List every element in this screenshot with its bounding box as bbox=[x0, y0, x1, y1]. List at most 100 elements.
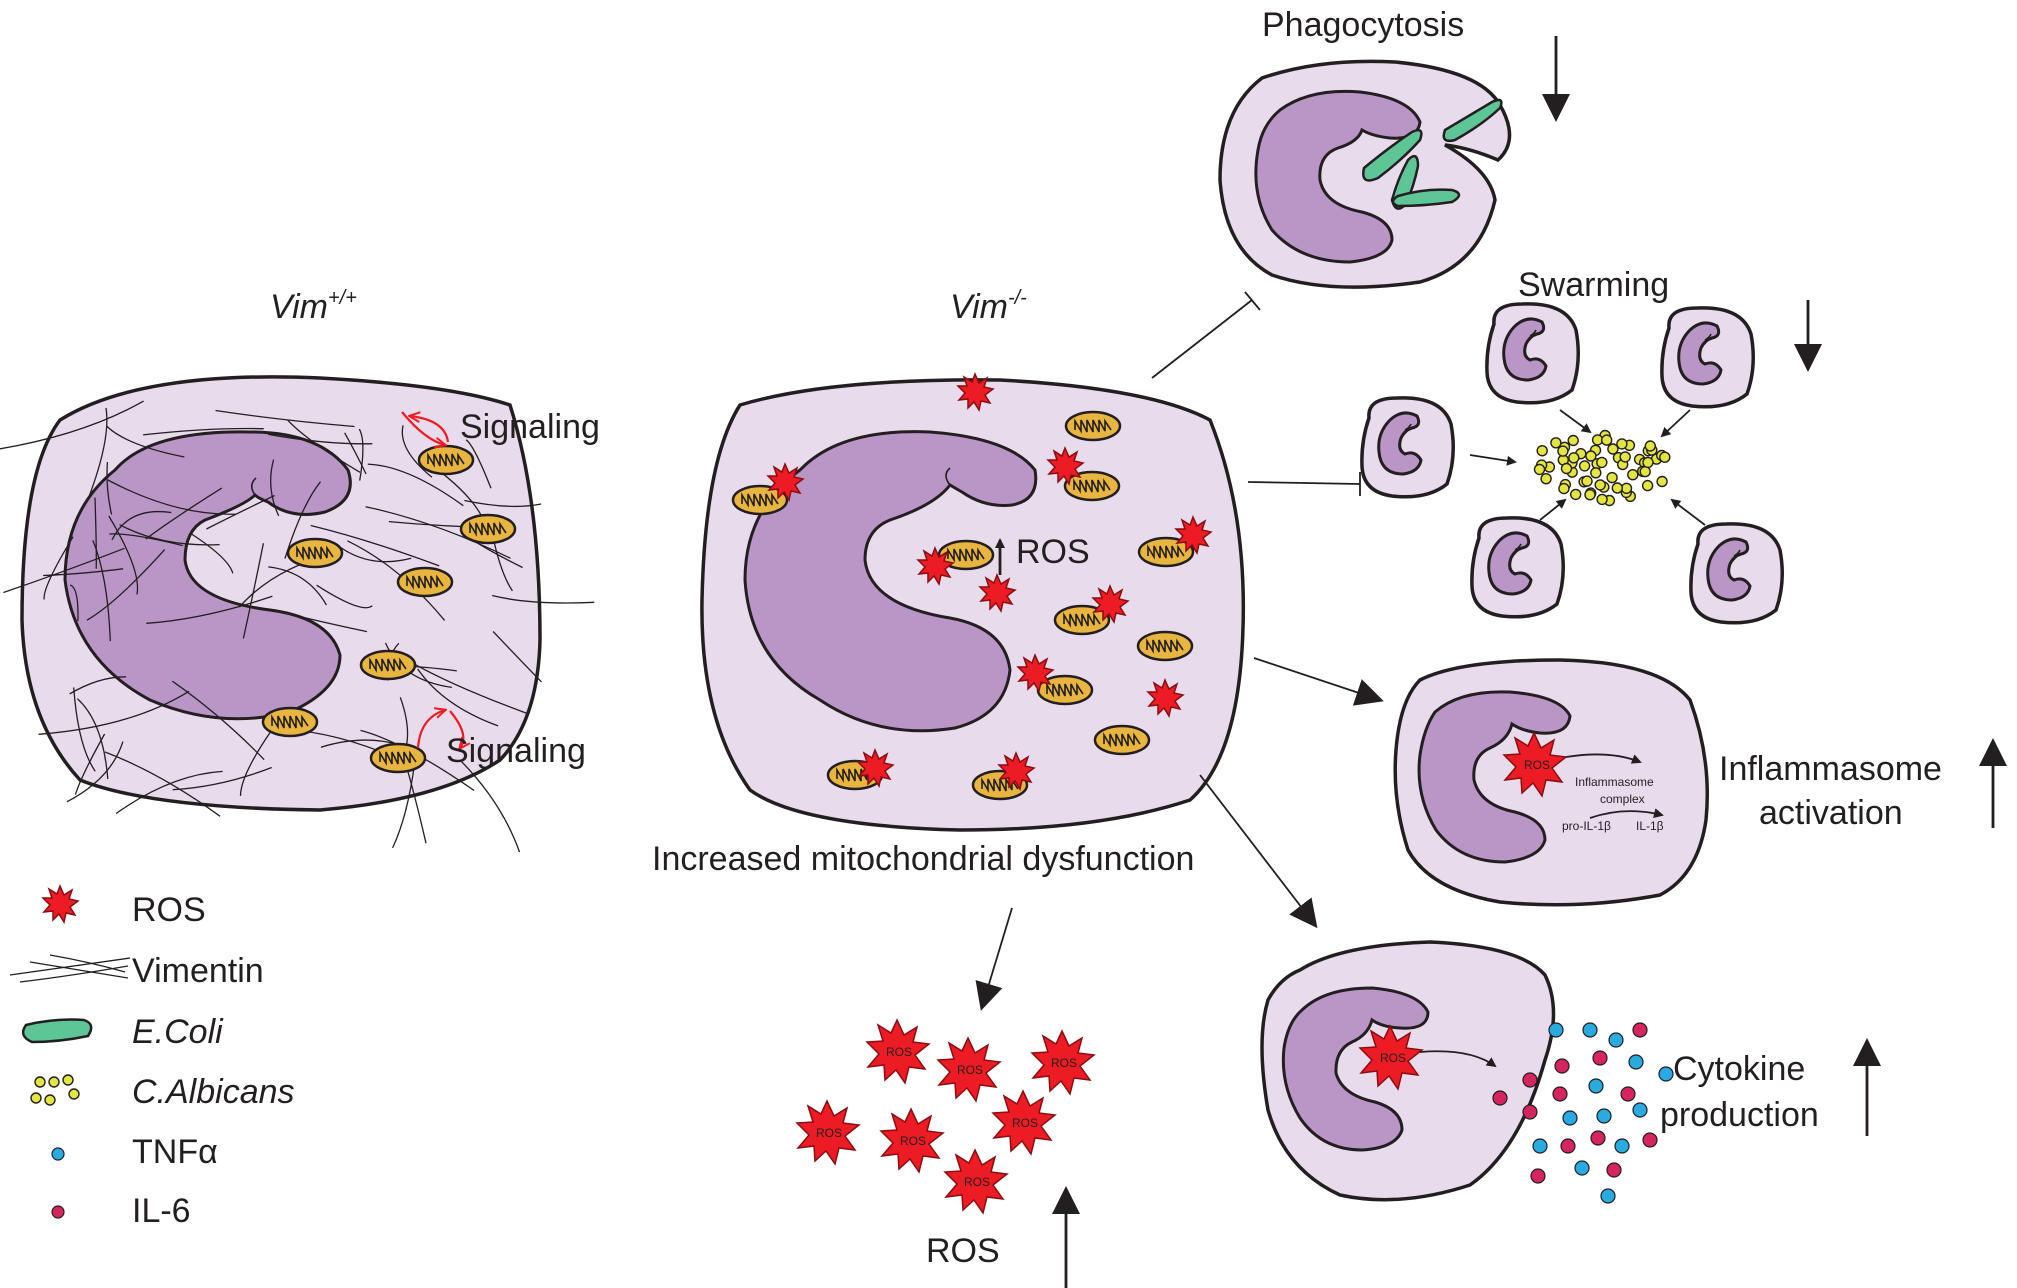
tnf-dot bbox=[1588, 1078, 1604, 1094]
vimentin-filament bbox=[74, 733, 106, 795]
candida-particle bbox=[1590, 467, 1602, 479]
vimentin-filament bbox=[94, 497, 97, 569]
candida-cluster bbox=[1533, 429, 1671, 507]
vimentin-filament bbox=[73, 687, 96, 772]
vimentin-filament bbox=[106, 425, 185, 458]
candida-particle bbox=[1641, 479, 1654, 492]
vimentin-filament bbox=[492, 631, 542, 683]
vimentin-filament bbox=[417, 668, 499, 727]
swarming-cluster: Swarming bbox=[1360, 266, 1822, 625]
candida-particle bbox=[1557, 445, 1569, 457]
candida-particle bbox=[1550, 437, 1562, 449]
candida-particle bbox=[1536, 445, 1548, 457]
candida-particle bbox=[1656, 475, 1668, 488]
cytokine-label-line2: production bbox=[1660, 1096, 1819, 1134]
tnf-dot bbox=[1532, 1138, 1548, 1154]
il6-dot bbox=[1530, 1168, 1546, 1184]
vimentin-filament bbox=[145, 487, 223, 540]
inflammasome-cell: ROS Inflammasome complex pro-IL-1β IL-1β… bbox=[1393, 658, 2007, 907]
swarming-label: Swarming bbox=[1518, 266, 1669, 304]
vimentin-filament bbox=[215, 409, 355, 428]
signaling-label-top: Signaling bbox=[460, 408, 600, 446]
vimentin-filament bbox=[401, 425, 433, 478]
candida-particle bbox=[1642, 456, 1654, 469]
vimentin-filament bbox=[338, 545, 412, 563]
candida-particle bbox=[1533, 463, 1546, 476]
vimentin-filament bbox=[119, 524, 220, 546]
candida-particle bbox=[1607, 443, 1619, 455]
candida-particle bbox=[1540, 473, 1552, 485]
vimentin-filament bbox=[316, 584, 373, 609]
vimentin-filament bbox=[87, 407, 108, 499]
vimentin-filament bbox=[285, 612, 368, 633]
ros-star-label: ROS bbox=[816, 1126, 842, 1140]
il6-dot bbox=[1620, 1086, 1636, 1102]
vimentin-filament bbox=[172, 680, 265, 761]
candida-particle bbox=[1596, 493, 1608, 506]
vimentin-filament bbox=[344, 432, 367, 475]
vimentin-filament bbox=[38, 690, 190, 735]
vimentin-filament bbox=[268, 433, 373, 445]
ros-release-label: ROS bbox=[926, 1232, 1000, 1270]
vimentin-filament bbox=[69, 584, 79, 622]
il6-dot bbox=[1632, 1022, 1648, 1038]
legend-label-il6: IL-6 bbox=[132, 1192, 191, 1230]
cytokine-star-label: ROS bbox=[1380, 1051, 1406, 1065]
wildtype-cell: Vim+/+ Signaling Signaling bbox=[0, 287, 600, 853]
tnf-dot bbox=[1600, 1188, 1616, 1204]
pro-il1b-label: pro-IL-1β bbox=[1562, 819, 1611, 833]
legend-label-ecoli: E.Coli bbox=[132, 1013, 224, 1051]
candida-particle bbox=[1560, 462, 1573, 475]
cytokine-cell: ROS Cytokine production bbox=[1260, 940, 1881, 1204]
il6-dot bbox=[1642, 1132, 1658, 1148]
ros-star-icon bbox=[42, 885, 79, 923]
vimentin-filament bbox=[206, 494, 275, 530]
vimentin-filament bbox=[3, 547, 125, 594]
candida-particle bbox=[1616, 438, 1628, 450]
il6-dot bbox=[1592, 1050, 1608, 1066]
ros-star-label: ROS bbox=[1051, 1056, 1077, 1070]
vimentin-filament bbox=[76, 698, 109, 780]
legend-label-tnf: TNFα bbox=[132, 1133, 218, 1171]
cytokine-dots bbox=[1492, 1022, 1674, 1204]
tnf-dot-icon bbox=[51, 1147, 65, 1161]
vimentin-filament-icon bbox=[9, 954, 131, 983]
candida-particle bbox=[1606, 471, 1618, 484]
candida-particle bbox=[1558, 482, 1570, 495]
inflammasome-label-line2: activation bbox=[1759, 794, 1903, 832]
vimentin-filament bbox=[143, 427, 264, 436]
candida-particle bbox=[1619, 451, 1631, 463]
vimentin-filament bbox=[492, 594, 595, 604]
vimentin-filament bbox=[270, 459, 280, 517]
knockout-ros-label: ROS bbox=[1016, 533, 1090, 571]
legend-label-calbicans: C.Albicans bbox=[132, 1073, 295, 1111]
ros-star-label: ROS bbox=[900, 1134, 926, 1148]
vimentin-filament bbox=[465, 439, 492, 489]
vimentin-filament bbox=[459, 759, 521, 853]
legend-label-ros: ROS bbox=[132, 891, 206, 929]
ros-star-label: ROS bbox=[964, 1175, 990, 1189]
vimentin-filament bbox=[115, 770, 223, 815]
candida-particle bbox=[1578, 460, 1591, 472]
ros-star-label: ROS bbox=[1012, 1116, 1038, 1130]
il6-dot bbox=[1590, 1130, 1606, 1146]
il6-dot bbox=[1554, 1058, 1570, 1074]
inflammasome-label-line1: Inflammasome bbox=[1719, 750, 1942, 788]
candida-particle bbox=[1596, 456, 1608, 469]
inflammasome-star-label: ROS bbox=[1524, 758, 1550, 772]
knockout-caption: Increased mitochondrial dysfunction bbox=[652, 840, 1194, 878]
ecoli-icon bbox=[21, 1018, 93, 1044]
wildtype-title: Vim+/+ bbox=[270, 287, 357, 326]
candida-particle bbox=[1627, 469, 1639, 481]
vimentin-filament bbox=[286, 419, 361, 473]
candida-particle bbox=[1585, 450, 1597, 462]
vimentin-filament bbox=[347, 540, 446, 621]
vimentin-filament bbox=[66, 741, 124, 803]
inflammasome-complex-line1: Inflammasome bbox=[1575, 775, 1654, 789]
candida-particle bbox=[1568, 452, 1580, 464]
vimentin-filament bbox=[0, 400, 144, 450]
candida-particle bbox=[1594, 479, 1606, 491]
